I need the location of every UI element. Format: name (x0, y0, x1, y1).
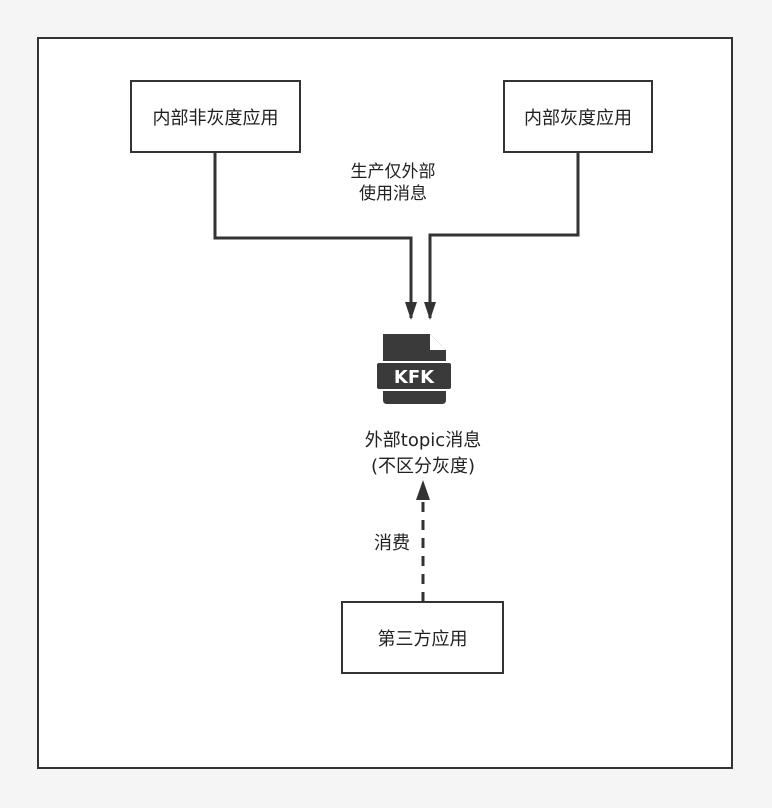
produce-arrowhead-left (405, 302, 417, 320)
internal-non-gray-app-node[interactable]: 内部非灰度应用 (130, 80, 301, 153)
topic-label-line1: 外部topic消息 (364, 430, 482, 451)
internal-gray-app-label: 内部灰度应用 (524, 107, 632, 129)
produce-arrow-left (213, 152, 413, 318)
consume-edge-label: 消费 (374, 533, 410, 554)
consume-arrowhead (416, 480, 430, 500)
topic-label-line2: (不区分灰度) (370, 456, 476, 477)
third-party-app-node[interactable]: 第三方应用 (341, 601, 504, 674)
internal-non-gray-app-label: 内部非灰度应用 (152, 107, 279, 129)
produce-edge-label: 生产仅外部 使用消息 (333, 161, 453, 205)
topic-label: 外部topic消息 (不区分灰度) (333, 428, 513, 480)
third-party-app-label: 第三方应用 (377, 628, 468, 650)
produce-arrow-right (428, 152, 580, 318)
kafka-icon-text: KFK (394, 367, 435, 388)
kafka-file-icon: KFK (375, 334, 453, 404)
produce-label-line1: 生产仅外部 (350, 162, 436, 182)
produce-arrowhead-right (424, 302, 436, 320)
produce-label-line2: 使用消息 (359, 184, 427, 204)
internal-gray-app-node[interactable]: 内部灰度应用 (503, 80, 653, 153)
